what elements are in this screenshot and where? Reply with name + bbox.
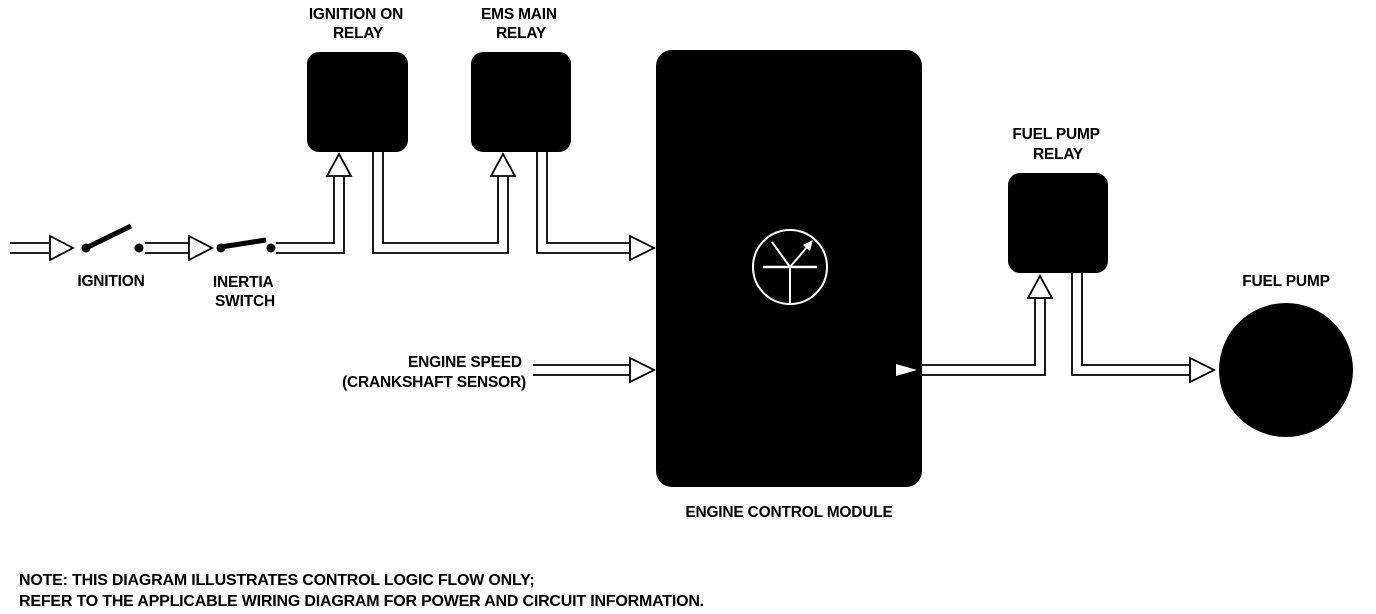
ems-main-relay-block [471,52,571,152]
ems-main-relay-label: EMS MAIN RELAY [481,6,561,42]
inertia-switch-symbol [216,237,276,253]
engine-speed-to-ecm-arrow [533,356,657,384]
ignition-on-relay-label: IGNITION ON RELAY [309,6,407,42]
ignition-to-inertia-arrow [145,234,214,262]
fuel-pump-relay-to-pump-arrow [1071,273,1217,384]
diagram-note: NOTE: THIS DIAGRAM ILLUSTRATES CONTROL L… [19,572,704,610]
ecm-to-fuel-pump-relay-arrow [922,274,1054,376]
fuel-pump-relay-label: FUEL PUMP RELAY [1012,126,1103,163]
engine-control-module-label: ENGINE CONTROL MODULE [685,504,892,521]
ignition-label: IGNITION [77,273,144,290]
ignition-on-relay-block [307,52,408,152]
input-feed-arrow [10,234,75,262]
ems-relay-to-ecm-arrow [536,152,657,262]
inertia-switch-label: INERTIA SWITCH [213,274,277,310]
ignition-relay-to-ems-relay-arrow [372,152,517,254]
inertia-to-ignition-relay-arrow [276,152,353,254]
ecm-output-arrow [896,364,917,376]
ecm-timer-icon [752,229,828,305]
ignition-switch-symbol [81,223,144,253]
engine-speed-label: ENGINE SPEED (CRANKSHAFT SENSOR) [342,354,526,391]
fuel-pump-label: FUEL PUMP [1242,273,1329,290]
fuel-pump-symbol [1219,303,1353,437]
fuel-pump-relay-block [1008,173,1108,273]
